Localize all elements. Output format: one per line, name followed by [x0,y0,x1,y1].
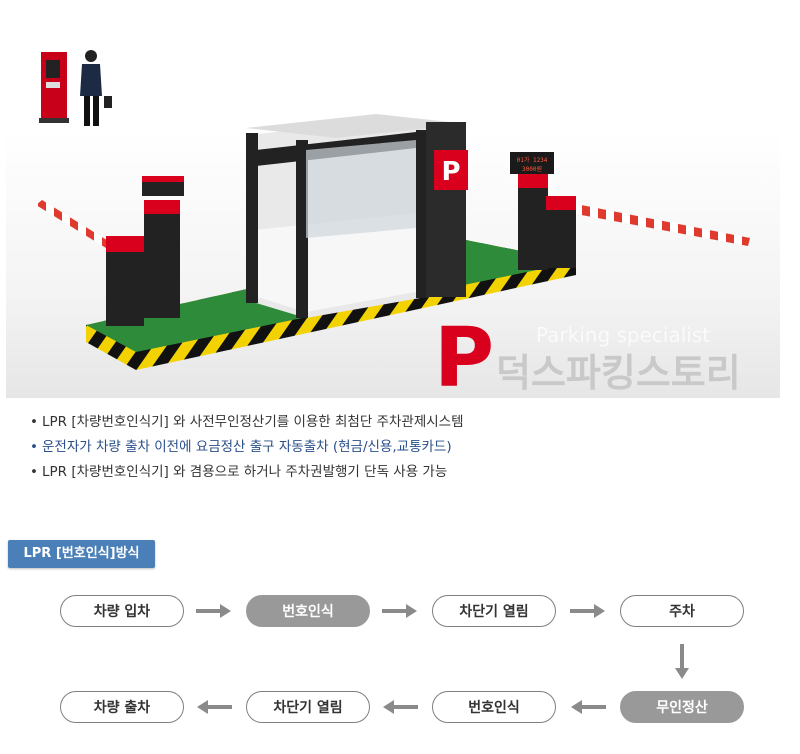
feature-text: LPR [차량번호인식기] 와 사전무인정산기를 이용한 최첨단 주차관제시스템 [42,414,464,430]
brand-watermark: P Parking specialist 덕스파킹스토리 [434,311,741,398]
arrow-right-icon [382,604,417,618]
feature-item-highlight: •운전자가 차량 출차 이전에 요금정산 출구 자동출차 (현금/신용,교통카드… [30,435,464,460]
arrow-right-icon [196,604,231,618]
exit-display-line2: 3000원 [522,165,542,173]
flow-step-parking: 주차 [620,595,744,627]
hero-illustration: P 01가 1234 3000원 P Parking specialist [6,0,780,398]
feature-text: 운전자가 차량 출차 이전에 요금정산 출구 자동출차 (현금/신용,교통카드) [42,439,452,455]
watermark-english: Parking specialist [536,323,710,347]
flow-step-vehicle-entry: 차량 입차 [60,595,184,627]
bullet-glyph: • [30,464,38,480]
booth-sign: P [441,157,460,187]
feature-item: •LPR [차량번호인식기] 와 겸용으로 하거나 주차권발행기 단독 사용 가… [30,460,464,485]
arrow-left-icon [571,700,606,714]
watermark-p-letter: P [434,311,494,398]
flow-step-barrier-open: 차단기 열림 [432,595,556,627]
exit-display-line1: 01가 1234 [517,156,548,164]
feature-item: •LPR [차량번호인식기] 와 사전무인정산기를 이용한 최첨단 주차관제시스… [30,410,464,435]
exit-gate: 01가 1234 3000원 [510,152,750,270]
section-badge: LPR [번호인식]방식 [8,540,155,568]
flow-step-unmanned-payment: 무인정산 [620,691,744,723]
feature-text: LPR [차량번호인식기] 와 겸용으로 하거나 주차권발행기 단독 사용 가능 [42,464,448,480]
arrow-left-icon [383,700,418,714]
entry-gate [36,176,184,326]
arrow-left-icon [197,700,232,714]
watermark-korean: 덕스파킹스토리 [496,351,741,395]
feature-list: •LPR [차량번호인식기] 와 사전무인정산기를 이용한 최첨단 주차관제시스… [30,410,464,485]
person-icon [80,50,112,126]
flow-step-vehicle-exit: 차량 출차 [60,691,184,723]
flow-step-plate-recognition-exit: 번호인식 [432,691,556,723]
bullet-glyph: • [30,414,38,430]
parking-system-illustration: P 01가 1234 3000원 P Parking specialist [6,50,780,398]
flow-step-plate-recognition: 번호인식 [246,595,370,627]
bullet-glyph: • [30,439,38,455]
payment-kiosk-icon [39,52,69,123]
flow-step-barrier-open-exit: 차단기 열림 [246,691,370,723]
arrow-right-icon [570,604,605,618]
toll-booth: P [246,114,468,318]
arrow-down-icon [675,644,689,679]
